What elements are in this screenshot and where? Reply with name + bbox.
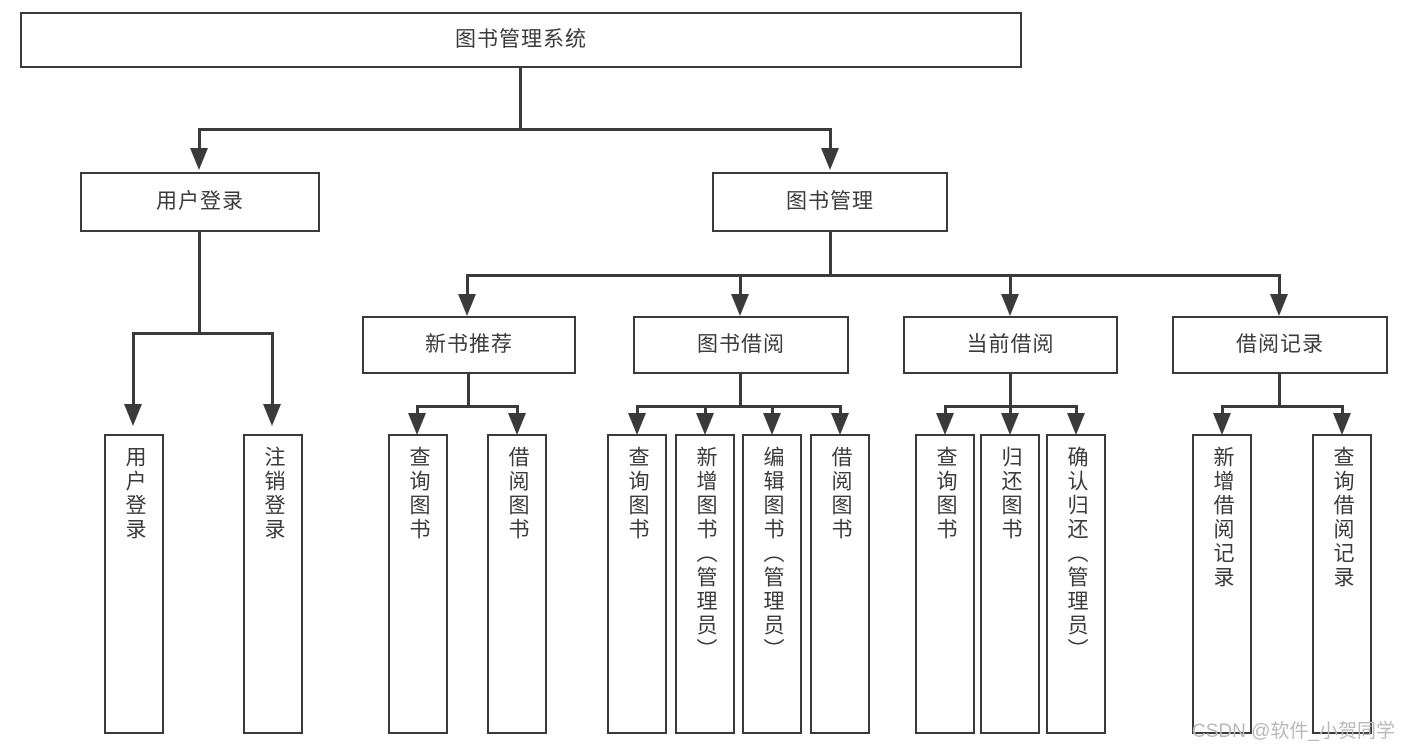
node-label: 新书推荐 xyxy=(425,333,513,357)
connector-book-borrow-bar xyxy=(636,405,842,408)
connector-to-book-borrow xyxy=(739,274,742,300)
leaf-logout[interactable]: 注销登录 xyxy=(243,434,303,734)
watermark-text: CSDN @软件_小贺同学 xyxy=(1192,721,1395,742)
arrowhead-to-current-borrow xyxy=(1001,294,1019,316)
node-book-borrow[interactable]: 图书借阅 xyxy=(633,316,849,374)
connector-level1-bar xyxy=(198,128,832,131)
node-label: 归还图书 xyxy=(999,446,1023,542)
leaf-add-borrow-record[interactable]: 新增借阅记录 xyxy=(1192,434,1252,734)
arrowhead-user-login-child-1 xyxy=(124,404,142,426)
leaf-query-book-recommend[interactable]: 查询图书 xyxy=(388,434,448,734)
arrowhead-book-borrow-child-2 xyxy=(696,413,714,435)
connector-book-manage-stem xyxy=(829,232,832,277)
leaf-query-borrow-record[interactable]: 查询借阅记录 xyxy=(1312,434,1372,734)
connector-current-borrow-stem xyxy=(1009,374,1012,408)
node-label: 图书管理系统 xyxy=(455,28,587,52)
node-label: 查询图书 xyxy=(626,446,650,542)
arrowhead-current-borrow-child-1 xyxy=(936,413,954,435)
arrowhead-new-book-child-2 xyxy=(508,413,526,435)
node-label: 图书管理 xyxy=(786,190,874,214)
node-label: 用户登录 xyxy=(123,446,147,542)
arrowhead-to-borrow-record xyxy=(1270,294,1288,316)
node-new-book-recommend[interactable]: 新书推荐 xyxy=(362,316,576,374)
connector-borrow-record-stem xyxy=(1278,374,1281,408)
leaf-query-book-borrow[interactable]: 查询图书 xyxy=(607,434,667,734)
connector-level2-bar xyxy=(466,274,1281,277)
node-label: 借阅记录 xyxy=(1236,333,1324,357)
connector-borrow-record-bar xyxy=(1221,405,1343,408)
leaf-confirm-return-admin[interactable]: 确认归还（管理员） xyxy=(1046,434,1106,734)
leaf-edit-book-admin[interactable]: 编辑图书（管理员） xyxy=(742,434,802,734)
node-label: 查询图书 xyxy=(407,446,431,542)
connector-new-book-bar xyxy=(416,405,519,408)
connector-user-login-child-1 xyxy=(132,332,135,408)
arrowhead-book-borrow-child-4 xyxy=(831,413,849,435)
connector-book-borrow-stem xyxy=(739,374,742,408)
connector-user-login-bar xyxy=(132,332,273,335)
arrowhead-current-borrow-child-2 xyxy=(1001,413,1019,435)
arrowhead-borrow-record-child-2 xyxy=(1333,413,1351,435)
node-label: 确认归还（管理员） xyxy=(1065,446,1089,662)
node-current-borrow[interactable]: 当前借阅 xyxy=(903,316,1118,374)
node-label: 新增借阅记录 xyxy=(1211,446,1235,590)
connector-to-book-manage xyxy=(829,128,832,152)
arrowhead-book-borrow-child-3 xyxy=(763,413,781,435)
node-label: 用户登录 xyxy=(156,190,244,214)
leaf-add-book-admin[interactable]: 新增图书（管理员） xyxy=(675,434,735,734)
arrowhead-to-book-borrow xyxy=(731,294,749,316)
node-label: 当前借阅 xyxy=(966,333,1055,357)
leaf-borrow-book-recommend[interactable]: 借阅图书 xyxy=(487,434,547,734)
leaf-query-book-current[interactable]: 查询图书 xyxy=(915,434,975,734)
node-user-login[interactable]: 用户登录 xyxy=(80,172,320,232)
connector-root-stem xyxy=(519,68,522,130)
arrowhead-to-book-manage xyxy=(821,148,839,170)
node-label: 借阅图书 xyxy=(829,446,853,542)
connector-to-new-book xyxy=(466,274,469,300)
node-label: 图书借阅 xyxy=(697,333,785,357)
node-label: 编辑图书（管理员） xyxy=(761,446,785,662)
connector-user-login-child-2 xyxy=(271,332,274,408)
arrowhead-borrow-record-child-1 xyxy=(1213,413,1231,435)
connector-to-current-borrow xyxy=(1009,274,1012,300)
arrowhead-to-new-book xyxy=(458,294,476,316)
node-book-management[interactable]: 图书管理 xyxy=(712,172,948,232)
arrowhead-user-login-child-2 xyxy=(263,404,281,426)
arrowhead-to-user-login xyxy=(190,148,208,170)
connector-to-user-login xyxy=(198,128,201,152)
node-label: 借阅图书 xyxy=(506,446,530,542)
connector-new-book-stem xyxy=(467,374,470,408)
connector-user-login-stem xyxy=(198,232,201,334)
node-label: 新增图书（管理员） xyxy=(694,446,718,662)
arrowhead-new-book-child-1 xyxy=(408,413,426,435)
leaf-borrow-book[interactable]: 借阅图书 xyxy=(810,434,870,734)
connector-to-borrow-record xyxy=(1278,274,1281,300)
node-label: 注销登录 xyxy=(262,446,286,542)
node-label: 查询图书 xyxy=(934,446,958,542)
arrowhead-current-borrow-child-3 xyxy=(1067,413,1085,435)
leaf-user-login[interactable]: 用户登录 xyxy=(104,434,164,734)
node-root-system[interactable]: 图书管理系统 xyxy=(20,12,1022,68)
leaf-return-book[interactable]: 归还图书 xyxy=(980,434,1040,734)
arrowhead-book-borrow-child-1 xyxy=(628,413,646,435)
node-label: 查询借阅记录 xyxy=(1331,446,1355,590)
node-borrow-record[interactable]: 借阅记录 xyxy=(1172,316,1388,374)
